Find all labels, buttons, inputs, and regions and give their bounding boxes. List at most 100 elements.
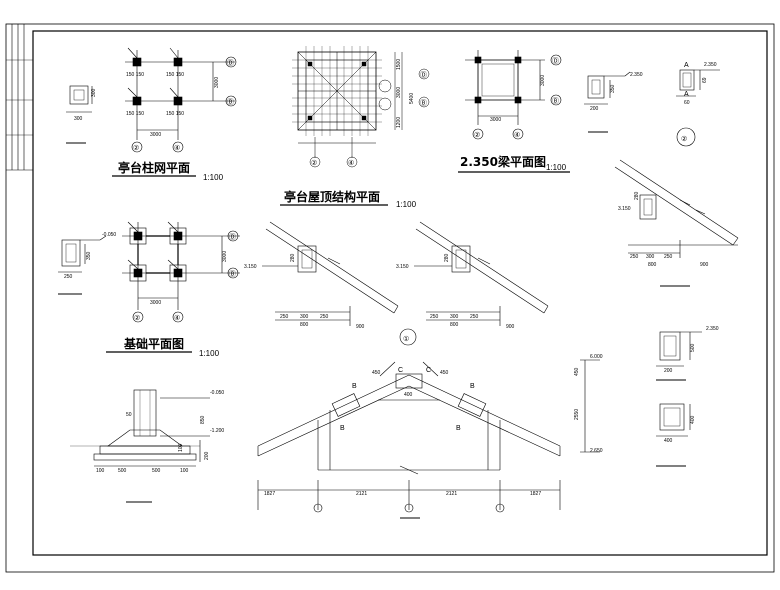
dim-text: 3000 <box>396 87 402 98</box>
dim-text: 2.350 <box>704 62 717 68</box>
roof-structure-labels: 1500 3000 1200 5400 ② ④ Ⓓ Ⓑ 亭台屋顶结构平面 1:1… <box>280 59 427 209</box>
beam-plan-labels: 3000 3000 ② ④ Ⓓ Ⓑ 2.350梁平面图 1:100 <box>460 57 567 172</box>
dim-text: 2.350 <box>630 72 643 78</box>
section-mark: C <box>426 367 431 374</box>
dim-text: 300 <box>74 116 83 122</box>
dim-text: 300 <box>300 314 309 320</box>
dim-text: 800 <box>450 322 459 328</box>
dim-text: 280 <box>634 191 640 200</box>
dim-text: -0.050 <box>210 390 224 396</box>
dim-text: 100 <box>96 468 105 474</box>
dim-text: 3000 <box>150 300 161 306</box>
foundation-section <box>70 389 210 503</box>
dim-text: 250 <box>64 274 73 280</box>
beam-plan-title: 2.350梁平面图 <box>460 154 546 169</box>
dim-text: 3000 <box>214 77 220 88</box>
dim-text: 69 <box>702 77 708 83</box>
dim-text: 280 <box>444 253 450 262</box>
axis-label: Ⓓ <box>420 71 427 79</box>
dim-text: 100 <box>178 443 184 452</box>
dim-text: 900 <box>506 324 515 330</box>
foundation-plan <box>58 221 240 323</box>
scale-text: 1:100 <box>546 163 567 172</box>
axis-label: ② <box>134 314 140 322</box>
rafter-detail-middle <box>399 221 549 346</box>
dim-text: 280 <box>290 253 296 262</box>
dim-text: 2.350 <box>706 326 719 332</box>
axis-label: ④ <box>348 159 354 167</box>
dim-text: 900 <box>700 262 709 268</box>
section-mark: A <box>684 91 689 98</box>
scale-text: 1:100 <box>396 200 417 209</box>
dim-text: 3000 <box>490 117 501 123</box>
dim-text: 350 <box>86 251 92 260</box>
axis-label: Ⓓ <box>229 233 236 241</box>
dim-text: 400 <box>404 392 413 398</box>
axis-label: Ⓑ <box>420 99 427 107</box>
dim-text: 350 <box>610 84 616 93</box>
dim-text: 3.150 <box>618 206 631 212</box>
dim-text: 300 <box>646 254 655 260</box>
column-grid-title: 亭台柱网平面 <box>118 160 190 175</box>
foundation-title: 基础平面图 <box>123 336 184 351</box>
dim-text: 3.150 <box>244 264 257 270</box>
column-grid-plan <box>66 47 237 153</box>
beam-plan <box>458 50 570 173</box>
dim-text: 3000 <box>540 75 546 86</box>
dim-text: 250 <box>664 254 673 260</box>
dim-text: 50 <box>126 412 132 418</box>
axis-label: ② <box>311 159 317 167</box>
dim-text: 800 <box>648 262 657 268</box>
section-mark: C <box>398 367 403 374</box>
dim-text: 500 <box>152 468 161 474</box>
detail-marker: ② <box>681 135 687 143</box>
axis-label: ④ <box>174 144 180 152</box>
axis-label: ④ <box>514 131 520 139</box>
dim-text: 450 <box>440 370 449 376</box>
dim-text: 1827 <box>530 491 541 497</box>
axis-label: Ⓑ <box>227 98 234 106</box>
dim-text: 1500 <box>396 59 402 70</box>
rafter-detail-middle-labels: 3.150 280 250 300 250 800 900 ① <box>396 253 515 343</box>
section-mark: B <box>340 425 345 432</box>
rafter-detail-left <box>262 221 399 326</box>
axis-label: ④ <box>174 314 180 322</box>
axis-label: Ⓑ <box>552 97 559 105</box>
sheet-frame <box>5 23 775 573</box>
dim-text: 450 <box>574 367 580 376</box>
beam-section-details <box>584 69 720 147</box>
dim-text: 1200 <box>396 117 402 128</box>
column-sections-right <box>656 331 702 467</box>
dim-text: 2550 <box>574 409 580 420</box>
roof-structure-plan <box>292 46 430 168</box>
dim-text: 2.650 <box>590 448 603 454</box>
dim-text: 100 <box>180 468 189 474</box>
dim-text: -1.200 <box>210 428 224 434</box>
dim-text: 500 <box>690 343 696 352</box>
axis-label: ② <box>133 144 139 152</box>
axis-label: ② <box>474 131 480 139</box>
foundation-plan-labels: -0.050 350 250 3000 3000 ② ④ Ⓓ Ⓑ 基础平面图 1… <box>64 232 236 358</box>
dim-text: 450 <box>372 370 381 376</box>
beam-section-labels: 200 350 2.350 2.350 69 60 A A ② <box>590 62 717 143</box>
dim-text: 5400 <box>409 93 415 104</box>
dim-text: 3.150 <box>396 264 409 270</box>
dim-text: 400 <box>664 438 673 444</box>
dim-text: 300 <box>91 88 97 97</box>
rafter-detail-right-labels: 3.150 280 250 300 250 800 900 <box>618 191 709 268</box>
dim-text: 6.000 <box>590 354 603 360</box>
dim-text: 400 <box>690 415 696 424</box>
dim-text: 3000 <box>150 132 161 138</box>
roof-elevation <box>257 359 600 519</box>
dim-text: 200 <box>590 106 599 112</box>
axis-label: Ⓓ <box>227 59 234 67</box>
column-sections-right-labels: 2.350 500 200 400 400 <box>664 326 719 444</box>
dim-text: 3000 <box>222 251 228 262</box>
dim-text: 250 <box>280 314 289 320</box>
dim-text: 150 150 <box>126 72 144 78</box>
section-mark: B <box>456 425 461 432</box>
roof-structure-title: 亭台屋顶结构平面 <box>284 189 380 204</box>
dim-text: 800 <box>300 322 309 328</box>
